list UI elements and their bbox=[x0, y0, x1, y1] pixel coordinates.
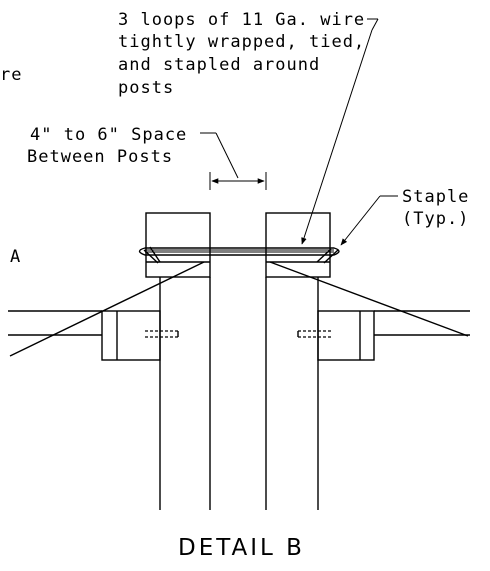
staple-note-leader bbox=[340, 195, 398, 246]
staple-note: Staple (Typ.) bbox=[402, 187, 469, 229]
right-brace bbox=[269, 261, 469, 337]
right-post bbox=[265, 212, 331, 510]
staple-right bbox=[316, 248, 339, 264]
staple-left bbox=[143, 246, 161, 264]
left-cropped-label: re bbox=[0, 65, 22, 85]
staple-note-line-2: (Typ.) bbox=[402, 209, 469, 229]
wire-loops bbox=[138, 247, 340, 256]
space-note: 4" to 6" Space Between Posts bbox=[27, 125, 187, 167]
space-note-line-1: 4" to 6" Space bbox=[30, 125, 187, 145]
post-spacing-dimension bbox=[209, 172, 267, 190]
staple-note-line-1: Staple bbox=[402, 187, 469, 207]
wire-note-line-3: and stapled around bbox=[118, 55, 320, 75]
wire-note: 3 loops of 11 Ga. wire tightly wrapped, … bbox=[118, 10, 365, 98]
detail-title: DETAIL B bbox=[178, 535, 305, 561]
section-letter-a: A bbox=[10, 247, 21, 267]
right-rail bbox=[297, 310, 470, 361]
wire-note-line-4: posts bbox=[118, 78, 174, 98]
left-brace bbox=[9, 261, 205, 357]
space-note-line-2: Between Posts bbox=[27, 147, 173, 167]
left-post bbox=[145, 212, 211, 510]
wire-note-leader bbox=[301, 18, 379, 245]
wire-note-line-2: tightly wrapped, tied, bbox=[118, 32, 365, 52]
left-rail bbox=[8, 310, 179, 361]
space-note-leader bbox=[200, 132, 239, 179]
wire-note-line-1: 3 loops of 11 Ga. wire bbox=[118, 10, 365, 30]
